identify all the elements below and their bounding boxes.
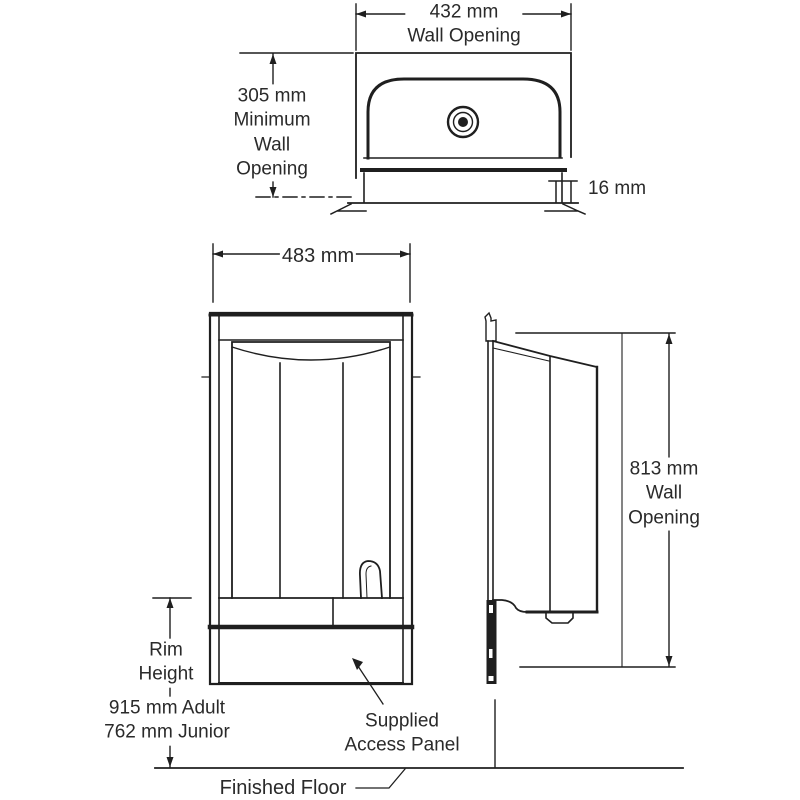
dim-813-line-3: Opening <box>628 507 700 529</box>
bubbler-spout-detail <box>366 566 371 598</box>
top-slope-inner <box>493 348 549 361</box>
access-panel-edge <box>486 600 497 684</box>
access-panel-leader <box>356 663 383 704</box>
dim-483-label: 483 mm <box>279 244 357 270</box>
dim-305-arrow-up <box>269 54 277 64</box>
front-view <box>202 313 420 684</box>
floor-leader <box>356 769 405 788</box>
basin-outline <box>368 79 560 158</box>
right-mount-tab <box>545 204 585 214</box>
bubbler-spout <box>360 561 382 598</box>
dim-432-caption: Wall Opening <box>407 26 521 47</box>
dim-432-extensions <box>356 4 571 50</box>
dim-305-label: 305 mm Minimum Wall Opening <box>231 84 313 182</box>
dim-432-label: 432 mm Wall Opening <box>405 0 523 50</box>
wall-face-lines <box>488 341 493 600</box>
rim-height-label: Rim Height <box>136 638 196 688</box>
dim-432-value: 432 mm <box>429 1 499 23</box>
dim-305-line-3: Wall <box>253 134 291 155</box>
rim-height-junior: 762 mm Junior <box>104 722 230 743</box>
access-panel-line-2: Access Panel <box>344 735 460 756</box>
recess-outline <box>232 342 390 598</box>
panel-slot-3 <box>488 676 494 681</box>
dim-16-label: 16 mm <box>585 176 649 202</box>
dim-813-line-1: 813 mm <box>629 458 699 480</box>
rim-height-line-2: Height <box>138 664 194 685</box>
rim-height-arrow-up <box>166 598 174 608</box>
top-slope <box>493 341 597 367</box>
rim-height-adult: 915 mm Adult <box>108 697 226 719</box>
side-strips <box>219 313 403 684</box>
hanger-bracket <box>485 313 496 341</box>
left-mount-tab <box>331 204 366 214</box>
dim-813-arrow-down <box>665 656 673 666</box>
access-panel-line-1: Supplied <box>365 710 439 732</box>
wall-opening-box <box>356 53 571 178</box>
access-panel-leader-arrow <box>352 658 363 670</box>
dim-432-arrow-right <box>561 10 571 18</box>
rim-height-values: 915 mm Adult 762 mm Junior <box>102 696 232 746</box>
top-view <box>331 53 585 214</box>
dim-813-line-2: Wall <box>645 482 683 504</box>
bubbler-ring-outer <box>448 107 478 137</box>
rim-height-arrow-down <box>166 757 174 767</box>
dim-305-arrow-down <box>269 187 277 197</box>
leader-lines <box>352 658 405 788</box>
side-view <box>485 313 597 767</box>
dim-483-arrow-left <box>213 250 223 258</box>
panel-slot-2 <box>489 649 493 658</box>
dim-432-arrow-left <box>356 10 366 18</box>
dim-483-arrow-right <box>400 250 410 258</box>
access-panel-label: Supplied Access Panel <box>342 709 462 759</box>
dim-305-line-2: Minimum <box>233 109 311 131</box>
alcove-edges <box>280 363 343 598</box>
bubbler-ring-inner <box>454 113 473 132</box>
basin-lip-curve <box>232 347 390 360</box>
dim-305-line-1: 305 mm <box>237 85 307 107</box>
dim-813-label: 813 mm Wall Opening <box>626 457 702 531</box>
rim-height-line-1: Rim <box>149 639 183 661</box>
drain-notch <box>546 612 573 623</box>
panel-slot-1 <box>489 605 493 613</box>
bottom-step <box>493 600 527 612</box>
finished-floor-label: Finished Floor <box>217 776 349 800</box>
flange-bracket <box>549 181 577 202</box>
bubbler-center <box>458 117 468 127</box>
dim-305-line-4: Opening <box>236 158 308 180</box>
dim-813-arrow-up <box>665 334 673 344</box>
apron-sides <box>364 173 562 202</box>
